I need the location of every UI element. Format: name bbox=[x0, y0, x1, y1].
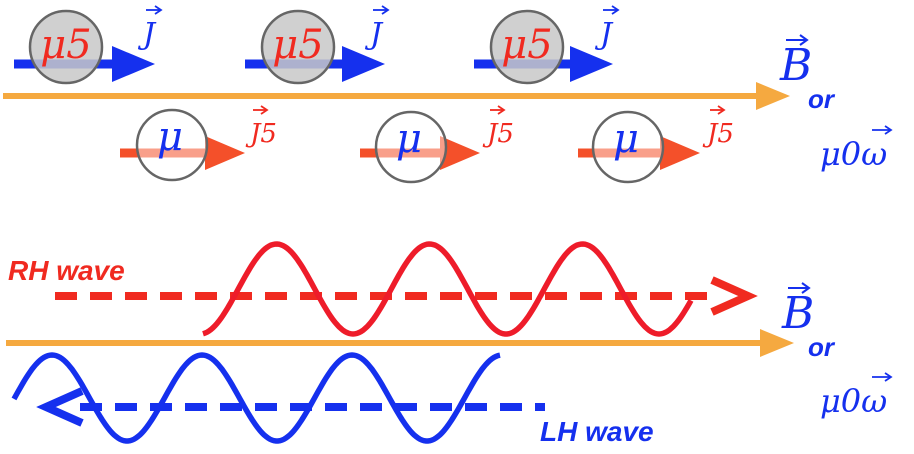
rh-wave-curve bbox=[202, 241, 694, 337]
svg-text:J5: J5 bbox=[702, 119, 734, 149]
top-field-axis bbox=[3, 82, 790, 110]
rh-wave-label: RH wave bbox=[8, 255, 125, 286]
mu5-circles bbox=[28, 9, 565, 85]
svg-text:J: J bbox=[364, 17, 384, 52]
bottom-or-label: or bbox=[808, 332, 836, 362]
svg-text:J: J bbox=[594, 17, 614, 52]
mu5-label-3: μ5 bbox=[501, 22, 552, 68]
current-label-1: J bbox=[137, 5, 163, 52]
svg-text:J5: J5 bbox=[245, 119, 277, 149]
mu5-labels: μ5 μ5 μ5 bbox=[40, 22, 552, 68]
mu-circles bbox=[135, 108, 665, 184]
lh-wave-label: LH wave bbox=[540, 416, 654, 447]
mu5-label-1: μ5 bbox=[40, 22, 91, 68]
mu-circle-2 bbox=[374, 110, 448, 184]
current-label-3: J bbox=[594, 5, 620, 52]
mu5-circle-1 bbox=[28, 9, 104, 85]
mu5-label-2: μ5 bbox=[272, 22, 323, 68]
lh-propagation-arrow bbox=[36, 387, 545, 427]
red-arrow-1 bbox=[120, 136, 245, 170]
bottom-field-label-group: B or μ0ω bbox=[781, 282, 893, 420]
mu-label-1: μ bbox=[157, 114, 183, 160]
top-vorticity-label: μ0ω bbox=[820, 135, 887, 173]
top-or-label: or bbox=[808, 84, 836, 114]
red-arrow-2 bbox=[360, 136, 480, 170]
lh-wave-curve bbox=[11, 352, 501, 444]
axial-current-label-1: J5 bbox=[245, 105, 277, 149]
mu5-circle-2 bbox=[260, 9, 336, 85]
axial-current-label-2: J5 bbox=[482, 105, 514, 149]
mu-labels: μ μ μ bbox=[157, 114, 639, 162]
svg-text:J5: J5 bbox=[482, 119, 514, 149]
mu-circle-3 bbox=[591, 110, 665, 184]
mu5-circle-3 bbox=[489, 9, 565, 85]
bottom-field-axis bbox=[6, 329, 794, 357]
top-field-label: B bbox=[779, 40, 812, 91]
mu-circle-1 bbox=[135, 108, 209, 182]
mu-label-3: μ bbox=[613, 116, 639, 162]
bottom-vorticity-label: μ0ω bbox=[820, 382, 887, 420]
top-field-label-group: B or μ0ω bbox=[779, 34, 893, 173]
svg-text:J: J bbox=[137, 17, 157, 52]
current-label-2: J bbox=[364, 5, 390, 52]
rh-propagation-arrow bbox=[55, 276, 758, 316]
axial-current-label-3: J5 bbox=[702, 105, 734, 149]
mu-label-2: μ bbox=[396, 116, 422, 162]
bottom-field-label: B bbox=[781, 288, 814, 339]
axial-current-labels: J5 J5 J5 bbox=[245, 105, 734, 149]
